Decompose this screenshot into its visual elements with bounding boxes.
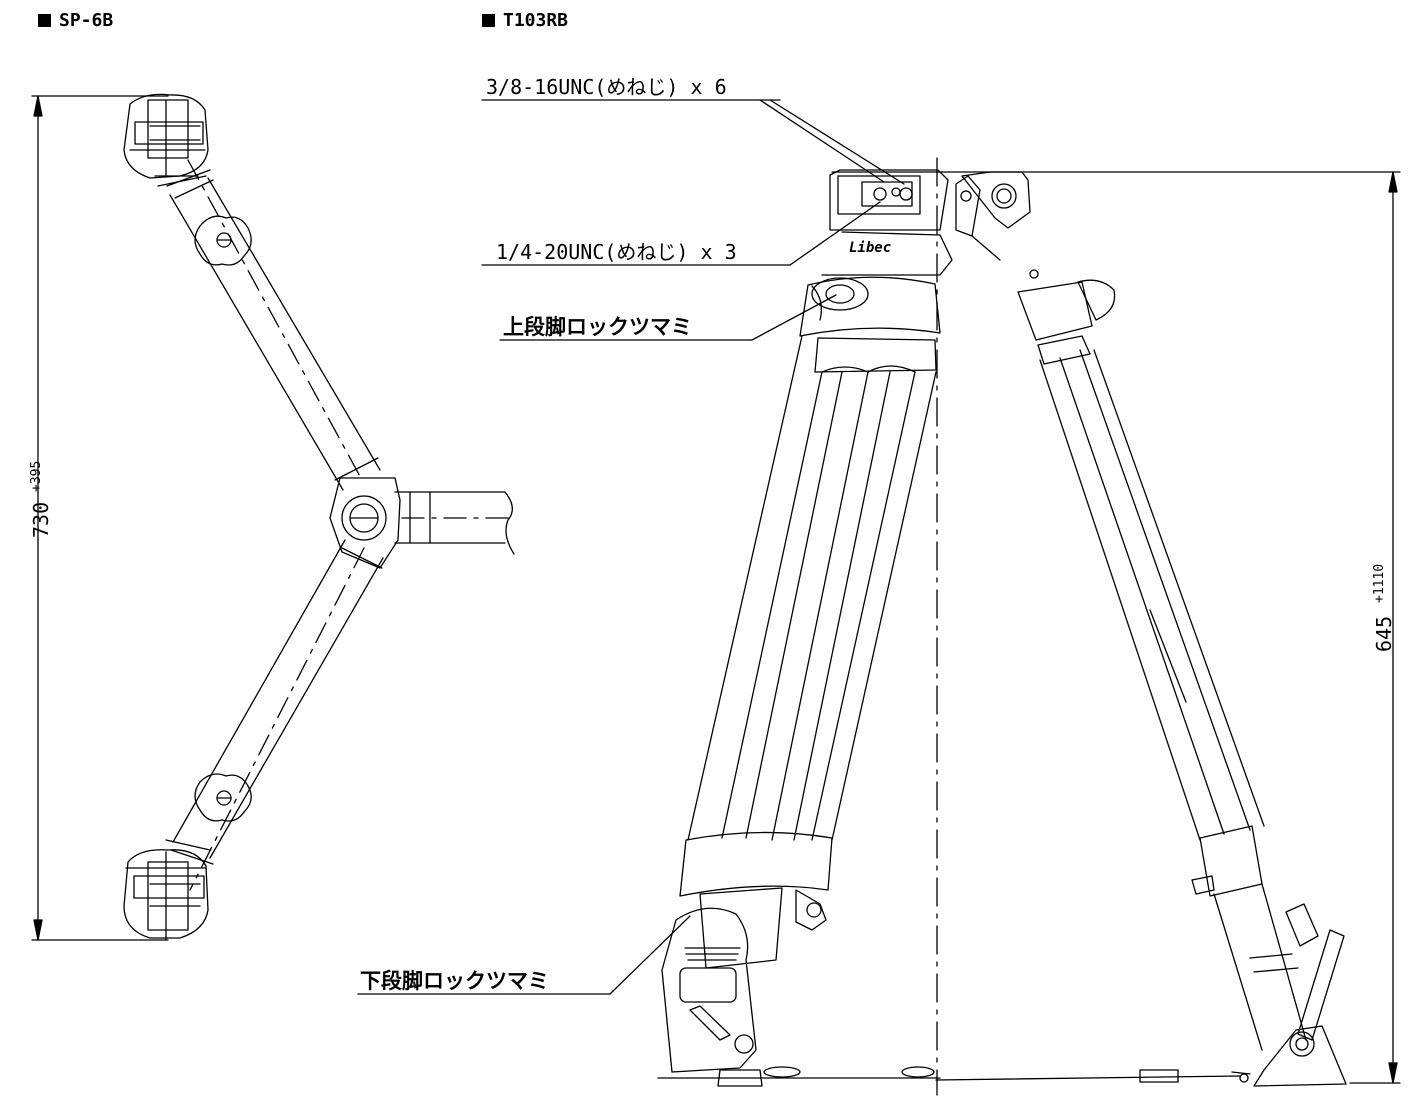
right-dim-value: 645 bbox=[1372, 616, 1396, 652]
front-leg bbox=[687, 335, 937, 841]
front-lower-band bbox=[679, 831, 833, 969]
upper-arm bbox=[166, 159, 381, 491]
front-foot bbox=[657, 907, 941, 1087]
bottom-foot-clamp bbox=[123, 839, 211, 941]
right-title: T103RB bbox=[482, 10, 568, 31]
right-arm bbox=[394, 491, 515, 555]
square-bullet-icon bbox=[482, 14, 495, 27]
callout-upper-lock: 上段脚ロックツマミ bbox=[503, 315, 692, 339]
upper-lock-band bbox=[799, 276, 941, 373]
square-bullet-icon bbox=[38, 14, 51, 27]
upper-arm-knob bbox=[194, 215, 252, 266]
callout-leaders bbox=[357, 99, 905, 995]
svg-text:+1110: +1110 bbox=[1372, 564, 1387, 603]
left-dim-value: 730 bbox=[29, 502, 53, 538]
right-leg bbox=[935, 171, 1347, 1087]
callout-labels: 3/8-16UNC(めねじ) x 6 1/4-20UNC(めねじ) x 3 上段… bbox=[360, 75, 737, 993]
svg-text:645: 645 bbox=[1372, 616, 1396, 652]
left-title-text: SP-6B bbox=[59, 10, 114, 31]
lower-arm-knob bbox=[194, 773, 252, 822]
left-dimension: 730 +395 bbox=[29, 95, 169, 941]
libec-logo: Libec bbox=[849, 240, 891, 256]
top-foot-clamp bbox=[123, 93, 209, 187]
left-dim-superscript: +395 bbox=[29, 461, 44, 492]
svg-text:730: 730 bbox=[29, 502, 53, 538]
callout-lower-lock: 下段脚ロックツマミ bbox=[360, 969, 549, 993]
callout-screw-6: 3/8-16UNC(めねじ) x 6 bbox=[486, 75, 727, 99]
right-dim-superscript: +1110 bbox=[1372, 564, 1387, 603]
tripod-head: Libec bbox=[821, 169, 1023, 276]
center-hub bbox=[329, 477, 401, 569]
left-title: SP-6B bbox=[38, 10, 113, 31]
callout-screw-3: 1/4-20UNC(めねじ) x 3 bbox=[496, 240, 737, 264]
lower-arm bbox=[170, 539, 384, 891]
svg-text:+395: +395 bbox=[29, 461, 44, 492]
right-title-text: T103RB bbox=[503, 10, 569, 31]
tripod-view: 645 +1110 Libec bbox=[357, 75, 1401, 1096]
right-dimension: 645 +1110 bbox=[1021, 171, 1401, 1084]
spreader-view: 730 +395 bbox=[29, 93, 515, 941]
